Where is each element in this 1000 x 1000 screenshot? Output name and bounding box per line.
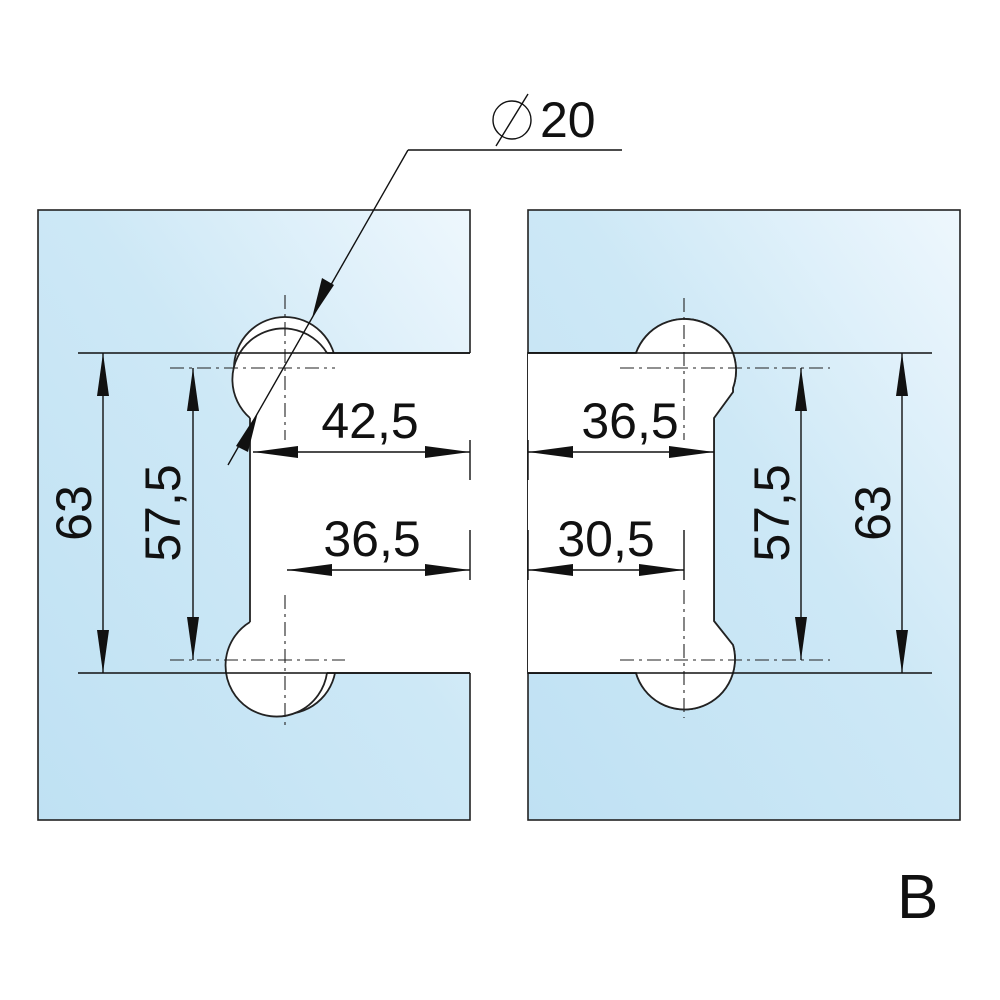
hole-diameter-label: 20 xyxy=(540,92,596,148)
right-height-outer-label: 63 xyxy=(845,485,901,541)
left-height-outer-label: 63 xyxy=(46,485,102,541)
variant-label: B xyxy=(897,863,938,932)
right-height-inner-label: 57,5 xyxy=(744,464,800,561)
dimension-arrows xyxy=(97,278,908,673)
right-width-bottom-label: 30,5 xyxy=(557,511,654,567)
left-width-bottom-label: 36,5 xyxy=(323,511,420,567)
centerlines xyxy=(170,295,830,725)
diameter-callout: ⌀ 20 xyxy=(492,92,596,148)
left-width-top-label: 42,5 xyxy=(321,393,418,449)
left-height-inner-label: 57,5 xyxy=(135,464,191,561)
right-width-top-label: 36,5 xyxy=(581,393,678,449)
